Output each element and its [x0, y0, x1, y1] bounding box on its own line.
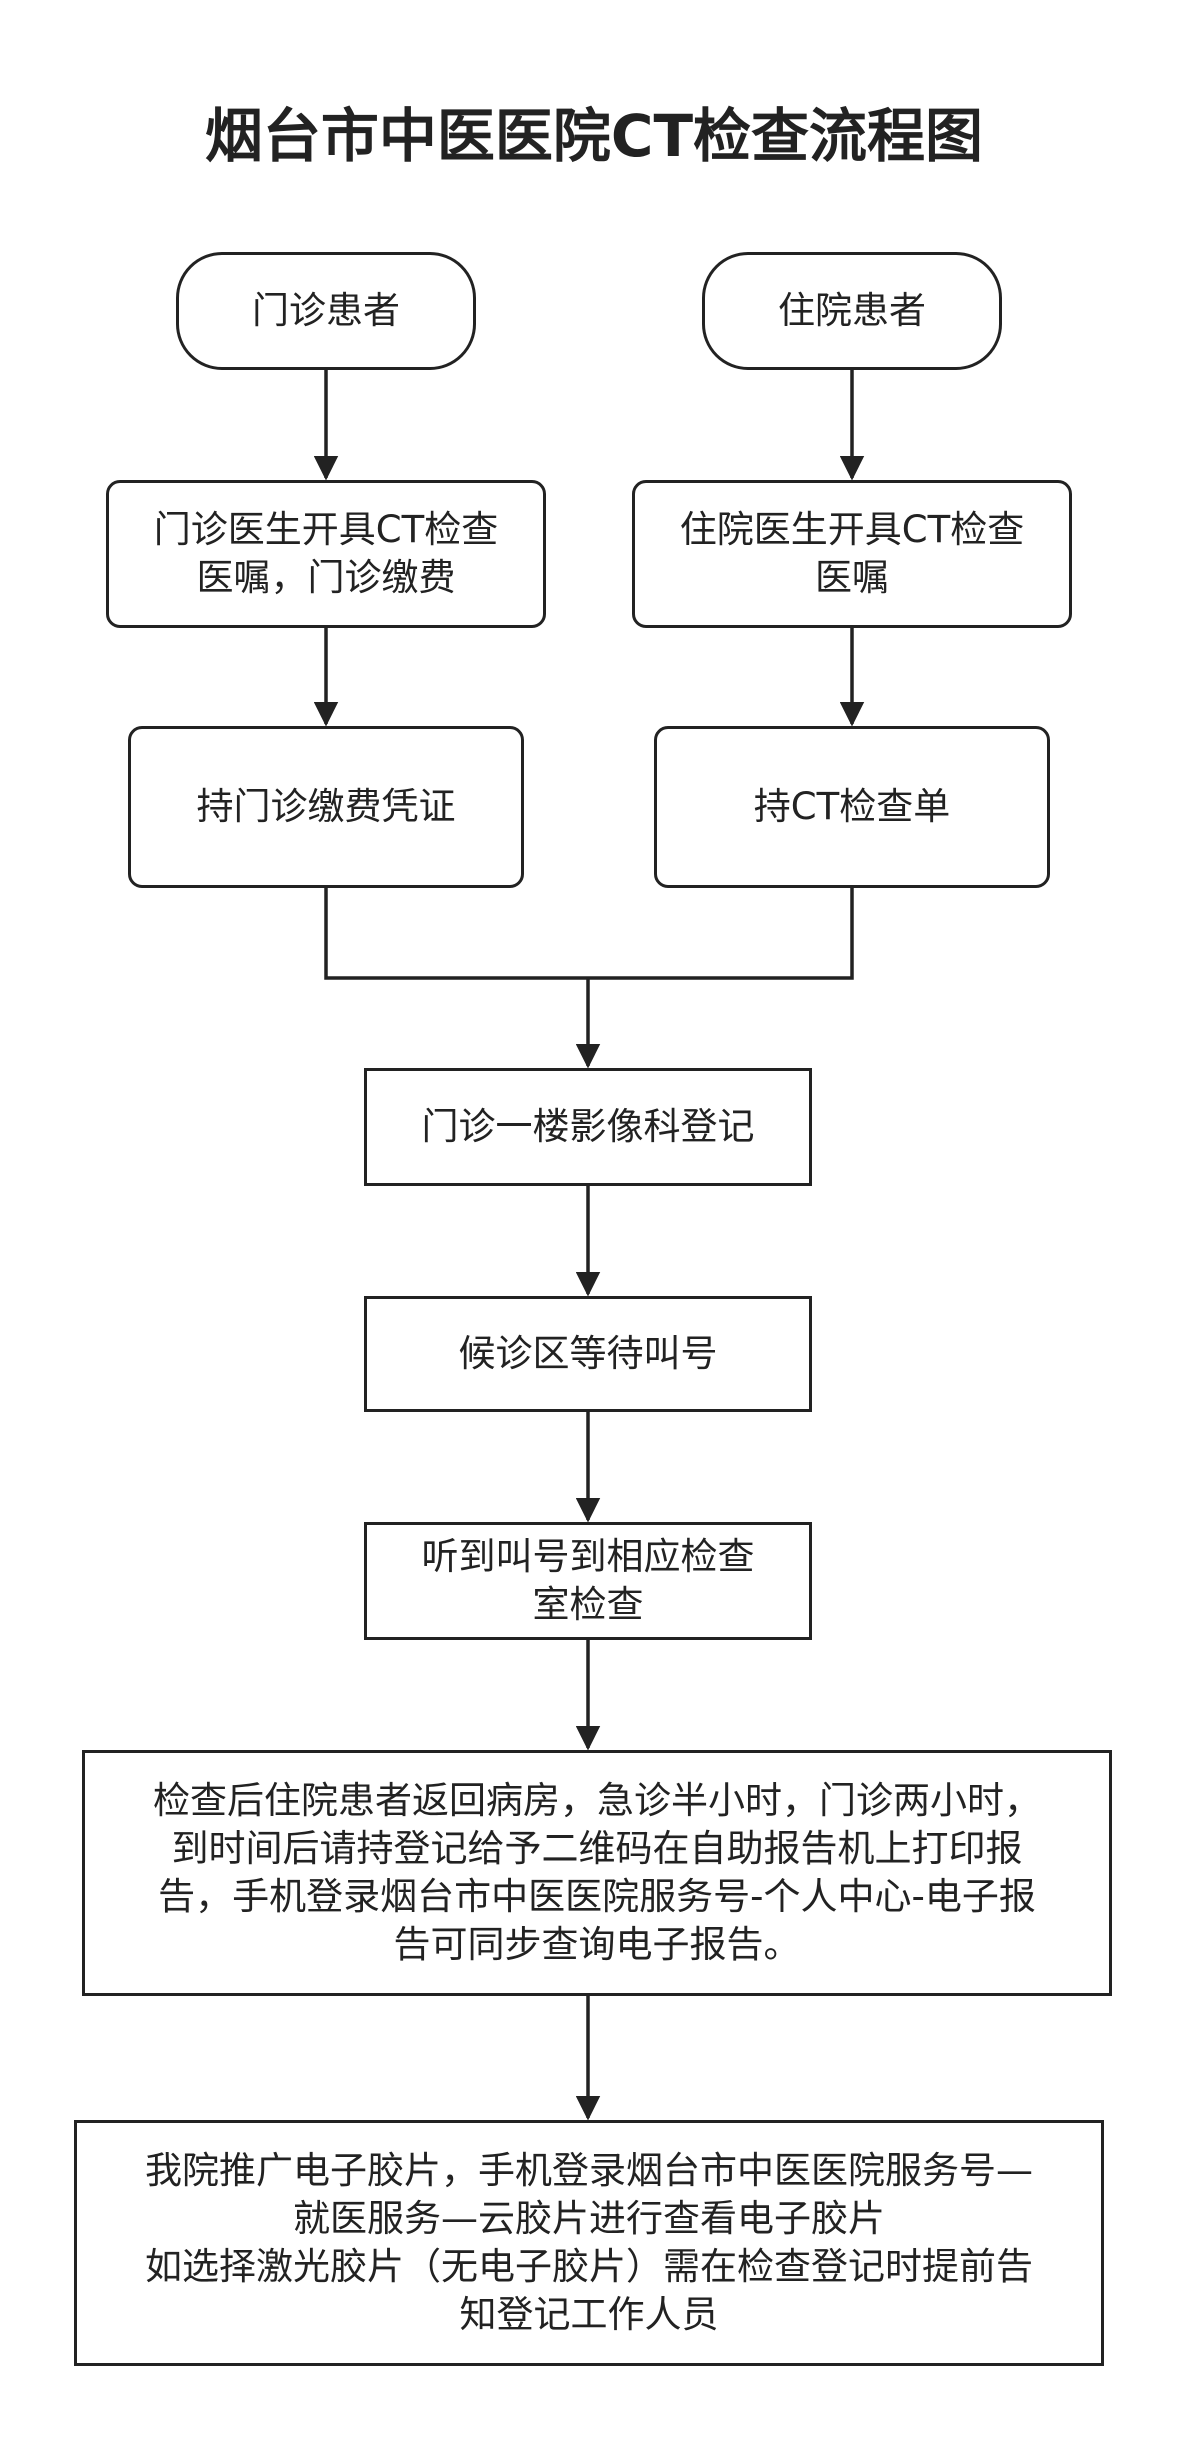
merge-line [324, 888, 854, 980]
node-registration: 门诊一楼影像科登记 [364, 1068, 812, 1186]
node-inpatient-sheet: 持CT检查单 [654, 726, 1050, 888]
node-outpatient-voucher-label: 持门诊缴费凭证 [196, 785, 456, 828]
node-registration-label: 门诊一楼影像科登记 [421, 1105, 755, 1148]
node-go-exam-label: 听到叫号到相应检查 室检查 [421, 1535, 755, 1626]
node-film: 我院推广电子胶片，手机登录烟台市中医医院服务号— 就医服务—云胶片进行查看电子胶… [74, 2120, 1104, 2366]
node-waiting: 候诊区等待叫号 [364, 1296, 812, 1412]
node-outpatient-order-label: 门诊医生开具CT检查 医嘱，门诊缴费 [153, 508, 499, 599]
node-inpatient-label: 住院患者 [778, 289, 926, 332]
node-after-exam: 检查后住院患者返回病房，急诊半小时，门诊两小时， 到时间后请持登记给予二维码在自… [82, 1750, 1112, 1996]
node-inpatient-order: 住院医生开具CT检查 医嘱 [632, 480, 1072, 628]
node-inpatient-order-label: 住院医生开具CT检查 医嘱 [679, 508, 1025, 599]
node-outpatient-label: 门诊患者 [252, 289, 400, 332]
node-inpatient: 住院患者 [702, 252, 1002, 370]
node-film-label: 我院推广电子胶片，手机登录烟台市中医医院服务号— 就医服务—云胶片进行查看电子胶… [145, 2149, 1033, 2336]
node-after-exam-label: 检查后住院患者返回病房，急诊半小时，门诊两小时， 到时间后请持登记给予二维码在自… [153, 1779, 1041, 1966]
page-title: 烟台市中医医院CT检查流程图 [204, 102, 984, 170]
node-outpatient-voucher: 持门诊缴费凭证 [128, 726, 524, 888]
node-inpatient-sheet-label: 持CT检查单 [753, 785, 951, 828]
node-go-exam: 听到叫号到相应检查 室检查 [364, 1522, 812, 1640]
node-outpatient: 门诊患者 [176, 252, 476, 370]
node-waiting-label: 候诊区等待叫号 [458, 1332, 718, 1375]
node-outpatient-order: 门诊医生开具CT检查 医嘱，门诊缴费 [106, 480, 546, 628]
